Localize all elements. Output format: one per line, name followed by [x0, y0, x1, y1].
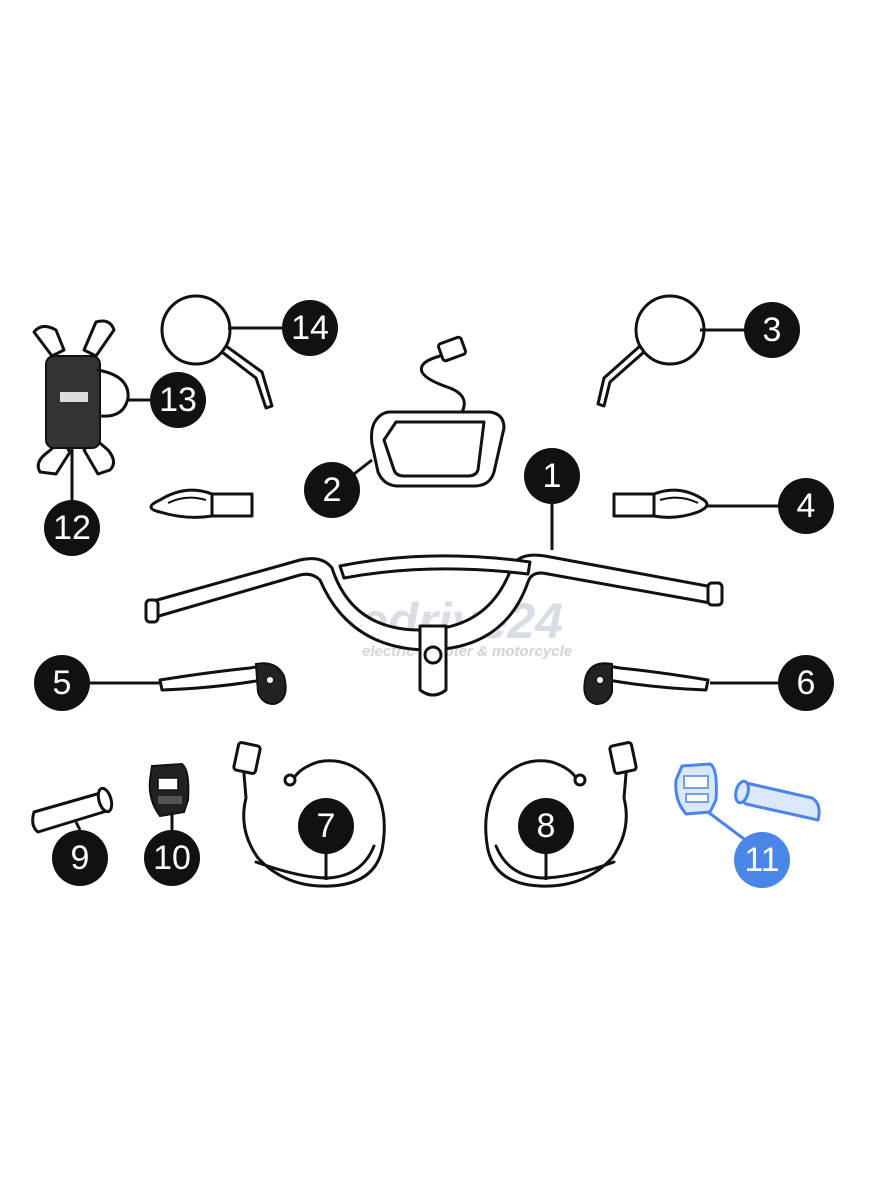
callout-6[interactable]: 6	[778, 655, 834, 711]
right-mirror-part[interactable]	[596, 294, 706, 408]
left-cable-part[interactable]	[232, 741, 386, 888]
handlebar-part[interactable]	[144, 553, 724, 697]
callout-11-label: 11	[744, 841, 779, 879]
callout-9-label: 9	[71, 839, 90, 877]
phone-holder-part[interactable]	[32, 319, 130, 476]
left-indicator-part[interactable]	[149, 488, 254, 519]
callout-7[interactable]: 7	[298, 798, 354, 854]
right-cable-part[interactable]	[484, 741, 638, 888]
callout-14[interactable]: 14	[282, 300, 338, 356]
right-switch-throttle-part[interactable]	[674, 762, 821, 822]
right-indicator-part[interactable]	[612, 488, 709, 519]
left-switch-part[interactable]	[148, 762, 190, 818]
callout-8[interactable]: 8	[518, 798, 574, 854]
left-grip-part[interactable]	[31, 786, 114, 834]
callout-14-label: 14	[291, 309, 329, 347]
callout-3-label: 3	[763, 311, 782, 349]
callout-13[interactable]: 13	[150, 372, 206, 428]
callout-4-label: 4	[797, 487, 816, 525]
callout-8-label: 8	[537, 807, 556, 845]
callout-4[interactable]: 4	[778, 478, 834, 534]
callout-1[interactable]: 1	[524, 448, 580, 504]
callout-12-label: 12	[53, 509, 91, 547]
left-mirror-part[interactable]	[160, 294, 274, 410]
callout-10[interactable]: 10	[144, 830, 200, 886]
callout-2[interactable]: 2	[304, 462, 360, 518]
display-part[interactable]	[370, 335, 506, 488]
callout-5-label: 5	[53, 664, 72, 702]
callout-6-label: 6	[797, 664, 816, 702]
callout-2-label: 2	[323, 471, 342, 509]
right-lever-part[interactable]	[583, 662, 710, 706]
callout-1-label: 1	[543, 457, 562, 495]
left-lever-part[interactable]	[158, 662, 287, 706]
callout-5[interactable]: 5	[34, 655, 90, 711]
callout-7-label: 7	[317, 807, 336, 845]
callout-3[interactable]: 3	[744, 302, 800, 358]
callout-12[interactable]: 12	[44, 500, 100, 556]
callout-9[interactable]: 9	[52, 830, 108, 886]
callout-10-label: 10	[153, 839, 191, 877]
callout-13-label: 13	[159, 381, 197, 419]
callout-11[interactable]: 11	[734, 832, 790, 888]
